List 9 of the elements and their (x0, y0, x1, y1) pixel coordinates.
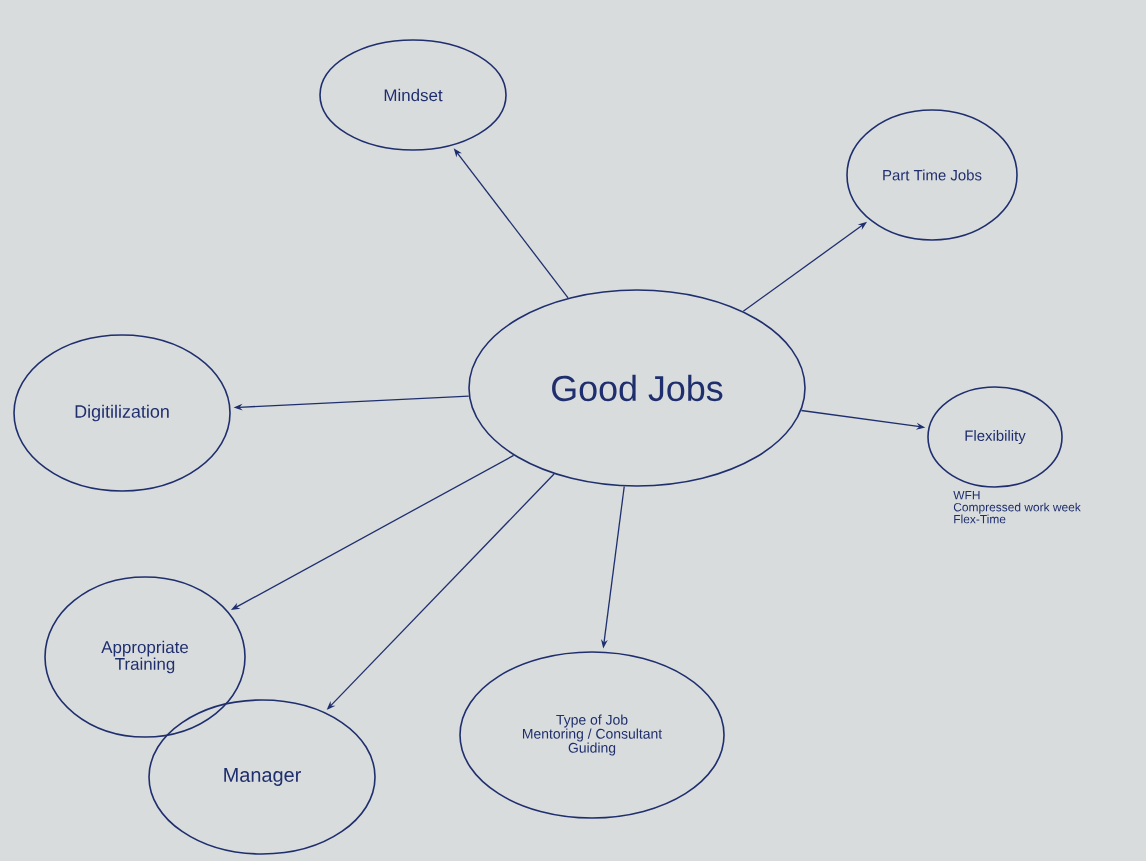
bubble: Manager (148, 699, 376, 855)
bubble: Good Jobs (468, 289, 806, 487)
bubble: Part Time Jobs (846, 109, 1018, 241)
note-text: WFH Compressed work week Flex-Time (953, 491, 1081, 524)
bubble: Mindset (319, 39, 507, 151)
bubble: Digitilization (13, 334, 231, 492)
bubble: Flexibility (927, 386, 1063, 488)
bubble: Type of Job Mentoring / Consultant Guiding (459, 651, 725, 819)
bubble: Appropriate Training (44, 576, 246, 738)
